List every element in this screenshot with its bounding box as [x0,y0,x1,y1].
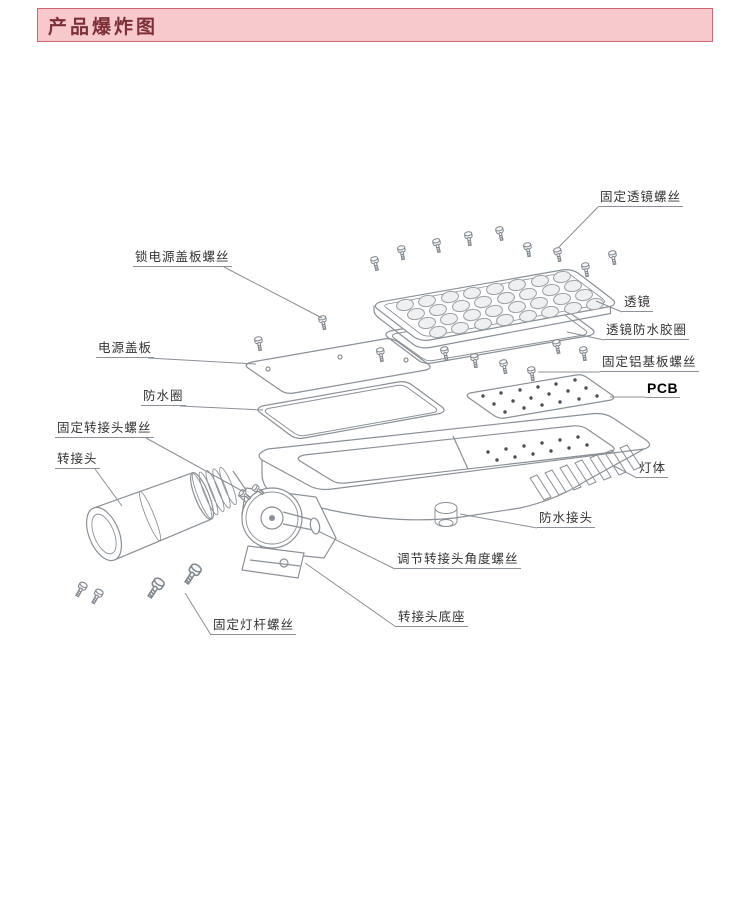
label-power-cover-plate: 电源盖板 [96,341,155,358]
label-fix-lamp-pole-screws: 固定灯杆螺丝 [211,618,297,635]
page-header: 产品爆炸图 [37,8,713,42]
adapter-clamp-shape [241,487,321,549]
label-fix-aluminum-pcb-screws: 固定铝基板螺丝 [600,355,699,372]
label-adjust-adapter-angle-screw: 调节转接头角度螺丝 [395,552,521,569]
label-adapter: 转接头 [55,452,100,469]
adapter-cylinder-shape [85,466,251,562]
lens-screws [369,225,619,278]
pole-fix-screws [73,561,204,606]
label-lamp-body: 灯体 [637,461,669,478]
label-lock-power-cover-screws: 锁电源盖板螺丝 [133,250,232,267]
label-adapter-base: 转接头底座 [396,610,468,627]
adapter-base-shape [241,545,305,579]
label-fix-lens-screws: 固定透镜螺丝 [598,190,684,207]
label-lens: 透镜 [622,295,654,312]
pcb-board-shape [466,374,615,419]
waterproof-connector-shape [434,502,458,527]
label-pcb: PCB [645,380,681,398]
label-fix-adapter-screws: 固定转接头螺丝 [55,421,154,438]
label-waterproof-ring: 防水圈 [141,389,186,406]
page-title: 产品爆炸图 [48,16,159,38]
label-lens-waterproof-ring: 透镜防水胶圈 [604,323,690,340]
aluminum-plate-screws [439,338,590,382]
waterproof-ring-shape [257,381,445,439]
leader-lines [94,206,645,636]
label-waterproof-connector: 防水接头 [537,511,596,528]
